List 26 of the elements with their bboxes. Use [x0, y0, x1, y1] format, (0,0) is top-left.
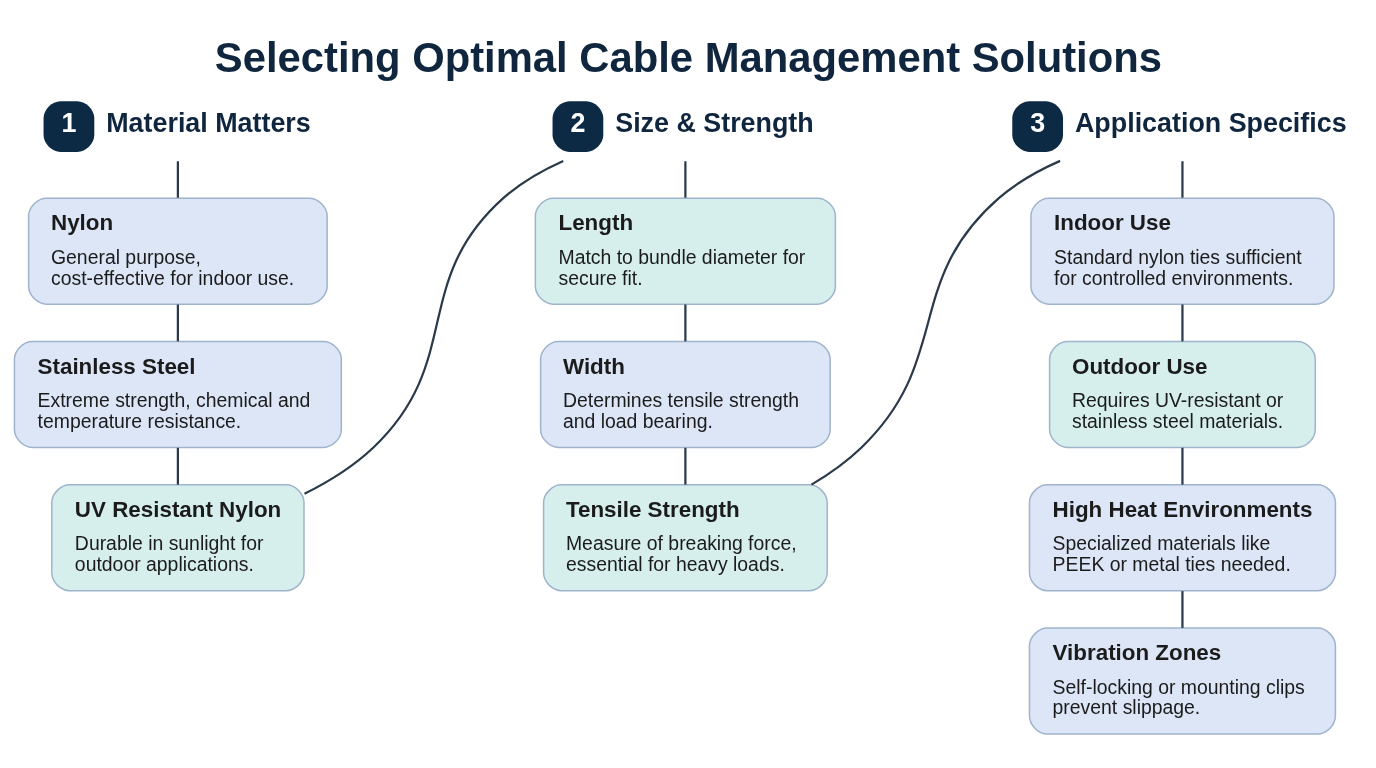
node-box: Vibration Zones Self-locking or mounting clips prevent slippage.: [1028, 627, 1337, 735]
node-box: High Heat Environments Specialized materials like PEEK or metal ties needed.: [1028, 484, 1337, 592]
node-box: Tensile Strength Measure of breaking force, essential for heavy loads.: [542, 484, 828, 592]
connector: [684, 161, 687, 198]
node-box: Width Determines tensile strength and load bearing.: [539, 340, 831, 449]
connector: [176, 161, 179, 198]
node-box: UV Resistant Nylon Durable in sunlight for outdoor applications.: [51, 484, 305, 592]
connector: [1181, 304, 1184, 342]
node-label: Size & Strength: [615, 107, 814, 138]
node-label: Material Matters: [106, 107, 311, 138]
connector: [1181, 161, 1184, 198]
connector: [304, 159, 564, 495]
node-box: Length Match to bundle diameter for secure fit.: [534, 197, 837, 305]
connector: [684, 447, 687, 485]
connector: [1181, 591, 1184, 628]
connector: [176, 447, 179, 485]
node-box: Indoor Use Standard nylon ties sufficient for controlled environments.: [1030, 197, 1335, 305]
node-box: Stainless Steel Extreme strength, chemical and temperature resistance.: [13, 340, 343, 449]
node-box: Nylon General purpose, cost-effective for indoor use.: [27, 197, 328, 305]
connector: [810, 159, 1061, 486]
node-box: Outdoor Use Requires UV-resistant or stainless steel materials.: [1048, 340, 1317, 449]
connector: [176, 304, 179, 342]
connector: [1181, 447, 1184, 485]
connector: [684, 304, 687, 342]
node-label: Application Specifics: [1074, 107, 1347, 138]
diagram-title: Selecting Optimal Cable Management Solutions: [214, 33, 1163, 81]
